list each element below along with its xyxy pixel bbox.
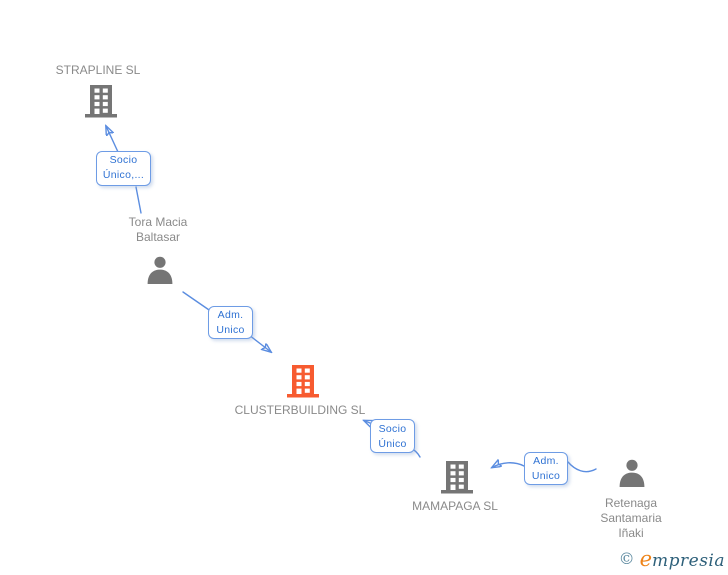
node-label-strapline-sl[interactable]: STRAPLINE SL — [55, 63, 141, 77]
edge-retenaga-to-mamapaga-tail — [567, 461, 597, 473]
copyright-icon: © — [618, 549, 635, 568]
edge-tora-to-clusterbuilding-arrow — [248, 334, 271, 352]
edge-label-adm-unico-2[interactable]: Adm. Unico — [524, 452, 568, 485]
empresia-watermark: ©empresia — [619, 547, 725, 571]
edge-tora-to-strapline-tail — [135, 186, 142, 214]
node-label-tora-macia-baltasar[interactable]: Tora Macia Baltasar — [128, 215, 188, 244]
person-icon[interactable] — [145, 256, 175, 284]
node-label-mamapaga-sl[interactable]: MAMAPAGA SL — [412, 499, 498, 513]
node-label-clusterbuilding-sl[interactable]: CLUSTERBUILDING SL — [234, 403, 366, 417]
edge-tora-to-clusterbuilding-tail — [182, 291, 213, 313]
brand-name: mpresia — [652, 551, 725, 571]
person-icon[interactable] — [617, 459, 647, 487]
brand-initial: e — [639, 547, 652, 571]
edge-label-socio-unico-multi[interactable]: Socio Único,... — [96, 151, 151, 186]
edge-retenaga-to-mamapaga-arrow — [492, 463, 525, 468]
edge-tora-to-strapline-arrow — [106, 126, 119, 153]
company-building-icon[interactable] — [441, 461, 473, 494]
node-label-retenaga-santamaria-inaki[interactable]: Retenaga Santamaria Iñaki — [600, 496, 662, 540]
edge-label-socio-unico[interactable]: Socio Único — [370, 419, 415, 453]
edge-label-adm-unico-1[interactable]: Adm. Unico — [208, 306, 253, 339]
company-building-icon[interactable] — [85, 85, 117, 118]
company-building-icon-highlighted[interactable] — [287, 365, 319, 398]
